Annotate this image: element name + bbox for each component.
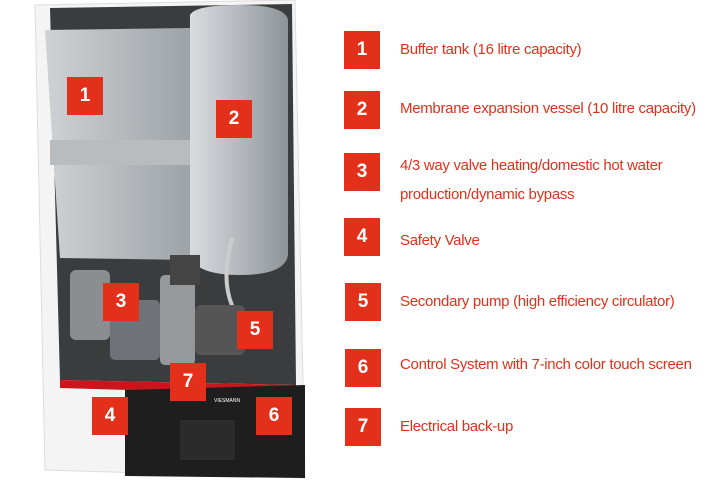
legend-label-7: Electrical back-up (400, 418, 513, 435)
callout-badge-3: 3 (103, 283, 139, 321)
legend-label-4: Safety Valve (400, 232, 480, 249)
callout-badge-5: 5 (237, 311, 273, 349)
legend-badge-5: 5 (345, 283, 381, 321)
legend-badge-6: 6 (345, 349, 381, 387)
actuator (170, 255, 200, 285)
callout-badge-4: 4 (92, 397, 128, 435)
legend-label-2: Membrane expansion vessel (10 litre capa… (400, 100, 696, 117)
buffer-tank-band (50, 140, 192, 165)
legend-badge-7: 7 (345, 408, 381, 446)
legend-badge-3: 3 (344, 153, 380, 191)
legend-label-1: Buffer tank (16 litre capacity) (400, 41, 582, 58)
legend-label-3: 4/3 way valve heating/domestic hot water (400, 157, 663, 174)
pump (195, 305, 245, 355)
callout-badge-2: 2 (216, 100, 252, 138)
legend-label-6: Control System with 7-inch color touch s… (400, 356, 692, 373)
brand-logo: VIESMANN (214, 398, 241, 404)
legend-label-5: Secondary pump (high efficiency circulat… (400, 293, 675, 310)
callout-badge-6: 6 (256, 397, 292, 435)
valve-body (70, 270, 110, 340)
legend-badge-1: 1 (344, 31, 380, 69)
backup-heater (160, 275, 195, 365)
legend-label-3-line2: production/dynamic bypass (400, 186, 575, 203)
touch-screen (180, 420, 235, 460)
legend-badge-4: 4 (344, 218, 380, 256)
legend-badge-2: 2 (344, 91, 380, 129)
callout-badge-7: 7 (170, 363, 206, 401)
callout-badge-1: 1 (67, 77, 103, 115)
expansion-vessel (190, 5, 288, 275)
